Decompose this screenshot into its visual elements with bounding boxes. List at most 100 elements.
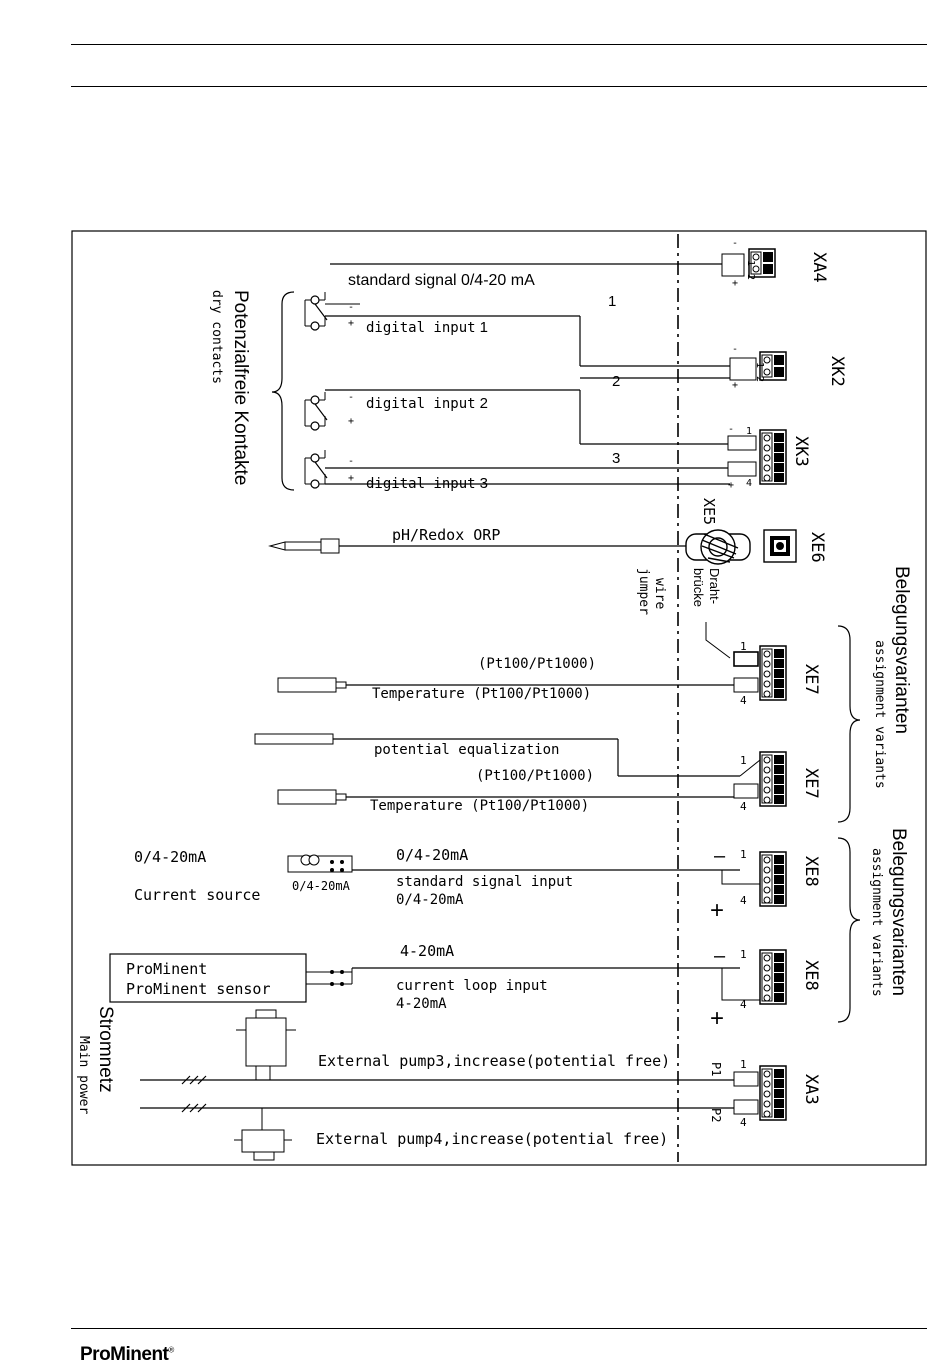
connector-xe5 <box>685 529 751 565</box>
label-p2: P2 <box>709 1108 723 1122</box>
terminal-xe7a-jumper <box>733 651 759 667</box>
label-cs-1: 0/4-20mA <box>134 848 206 866</box>
pin-xe7b-1: 1 <box>740 754 747 767</box>
pin-xk3-minus: - <box>728 424 734 435</box>
label-cs-2: Current source <box>134 886 260 904</box>
relay-pump3 <box>236 1009 296 1080</box>
label-mains-en: Main power <box>76 1036 91 1114</box>
relay-pump4 <box>234 1108 292 1161</box>
current-source-symbol <box>287 854 353 873</box>
label-pt-b: (Pt100/Pt1000) <box>476 768 594 784</box>
terminal-xe6-label: XE6 <box>807 532 827 563</box>
label-dry-de: Potenzialfreie Kontakte <box>230 290 251 485</box>
label-temp-a: Temperature (Pt100/Pt1000) <box>372 686 591 702</box>
pin-xk3-plus: + <box>728 480 734 491</box>
terminal-xk2-label: XK2 <box>827 356 847 387</box>
pin-xk2-minus: - <box>732 344 738 355</box>
prominent-sensor-box <box>109 953 307 1003</box>
pin-xk2-1: 1 <box>754 362 765 368</box>
pin-xa4-1: 1 <box>745 260 756 266</box>
label-ssi-1: standard signal input <box>396 874 573 890</box>
footer-logo: ProMinent® <box>80 1344 174 1365</box>
terminal-xe7b-plug <box>733 783 759 799</box>
pin-xe7a-1: 1 <box>740 640 747 653</box>
terminal-xk2-plug <box>729 357 757 381</box>
terminal-xa4-plug <box>721 253 745 277</box>
terminal-xa3-label: XA3 <box>801 1074 821 1105</box>
terminal-xa3-plug-b <box>733 1099 759 1115</box>
assign-brace-1 <box>837 625 861 823</box>
terminal-xk3-label: XK3 <box>791 436 811 467</box>
terminal-xe8a-label: XE8 <box>801 856 821 887</box>
pin-di2-minus: - <box>348 392 354 403</box>
pin-xk2-plus: + <box>732 380 738 391</box>
label-pump3: External pump3,increase(potential free) <box>318 1052 670 1070</box>
label-wire-jumper-en-2: jumper <box>636 568 651 615</box>
pin-xe7b-4: 4 <box>740 800 747 813</box>
pin-xe8b-minus: – <box>714 945 726 967</box>
connector-xe6 <box>763 529 797 563</box>
pin-di1-minus: - <box>348 302 354 313</box>
route-number-3: 3 <box>612 450 620 467</box>
label-prominent-2: ProMinent sensor <box>126 980 271 998</box>
label-assign-en-1: assignment variants <box>872 640 887 789</box>
pin-xk3-1: 1 <box>746 426 752 437</box>
pin-xa3-4: 4 <box>740 1116 747 1129</box>
terminal-xe8b-label: XE8 <box>801 960 821 991</box>
label-assign-de-2: Belegungsvarianten <box>888 828 909 996</box>
header-rule-bottom <box>71 86 927 87</box>
pin-xe8a-minus: – <box>714 845 726 867</box>
label-mains-de: Stromnetz <box>95 1006 116 1093</box>
route-number-1: 1 <box>608 293 616 310</box>
pin-xa3-1: 1 <box>740 1058 747 1071</box>
label-pt-a: (Pt100/Pt1000) <box>478 656 596 672</box>
label-wire-jumper-en-1: wire <box>652 578 667 609</box>
terminal-xa4-label: XA4 <box>809 252 829 283</box>
label-wire-jumper-de-1: Draht- <box>707 568 722 604</box>
pin-xe8a-1: 1 <box>740 848 747 861</box>
label-cs-small: 0/4-20mA <box>292 879 351 893</box>
pin-di3-plus: + <box>348 473 354 484</box>
label-assign-de-1: Belegungsvarianten <box>891 566 912 734</box>
pin-xe8a-4: 4 <box>740 894 747 907</box>
pin-xa4-minus: - <box>732 238 738 249</box>
pin-di2-plus: + <box>348 416 354 427</box>
potential-eq-probe <box>254 733 334 745</box>
label-potential-eq: potential equalization <box>374 742 559 758</box>
label-standard-signal: standard signal 0/4-20 mA <box>348 272 535 289</box>
label-dry-en: dry contacts <box>209 290 224 384</box>
terminal-xk3-plug-b <box>727 461 757 477</box>
pin-xe7a-4: 4 <box>740 694 747 707</box>
terminal-xe7b-label: XE7 <box>801 768 821 799</box>
assign-brace-2 <box>837 837 861 1023</box>
label-wire-jumper-de-2: brücke <box>691 568 706 607</box>
pin-xa4-plus: + <box>732 278 738 289</box>
pin-xe8b-plus: + <box>710 1005 724 1032</box>
terminal-xe7a-label: XE7 <box>801 664 821 695</box>
pin-xa4-2: 2 <box>745 274 756 280</box>
pin-xe8b-1: 1 <box>740 948 747 961</box>
sensor-terminals <box>306 970 352 986</box>
footer-rule <box>71 1328 927 1329</box>
route-number-2: 2 <box>612 373 620 390</box>
label-cl-top: 4-20mA <box>400 942 454 960</box>
diagram-frame <box>71 230 927 1166</box>
terminal-xa3-plug-a <box>733 1071 759 1087</box>
label-assign-en-2: assignment variants <box>869 848 884 997</box>
label-ssi-top: 0/4-20mA <box>396 846 468 864</box>
label-cl-1: current loop input <box>396 978 548 994</box>
dry-contacts-brace <box>271 291 295 491</box>
label-ph-redox: pH/Redox ORP <box>392 526 500 544</box>
label-pump4: External pump4,increase(potential free) <box>316 1130 668 1148</box>
label-ssi-2: 0/4-20mA <box>396 892 464 908</box>
pin-xk3-4: 4 <box>746 478 752 489</box>
pin-di3-minus: - <box>348 456 354 467</box>
pin-di1-plus: + <box>348 318 354 329</box>
label-prominent-1: ProMinent <box>126 960 207 978</box>
pin-xk2-2: 2 <box>754 376 765 382</box>
terminal-xk3-plug-a <box>727 435 757 451</box>
